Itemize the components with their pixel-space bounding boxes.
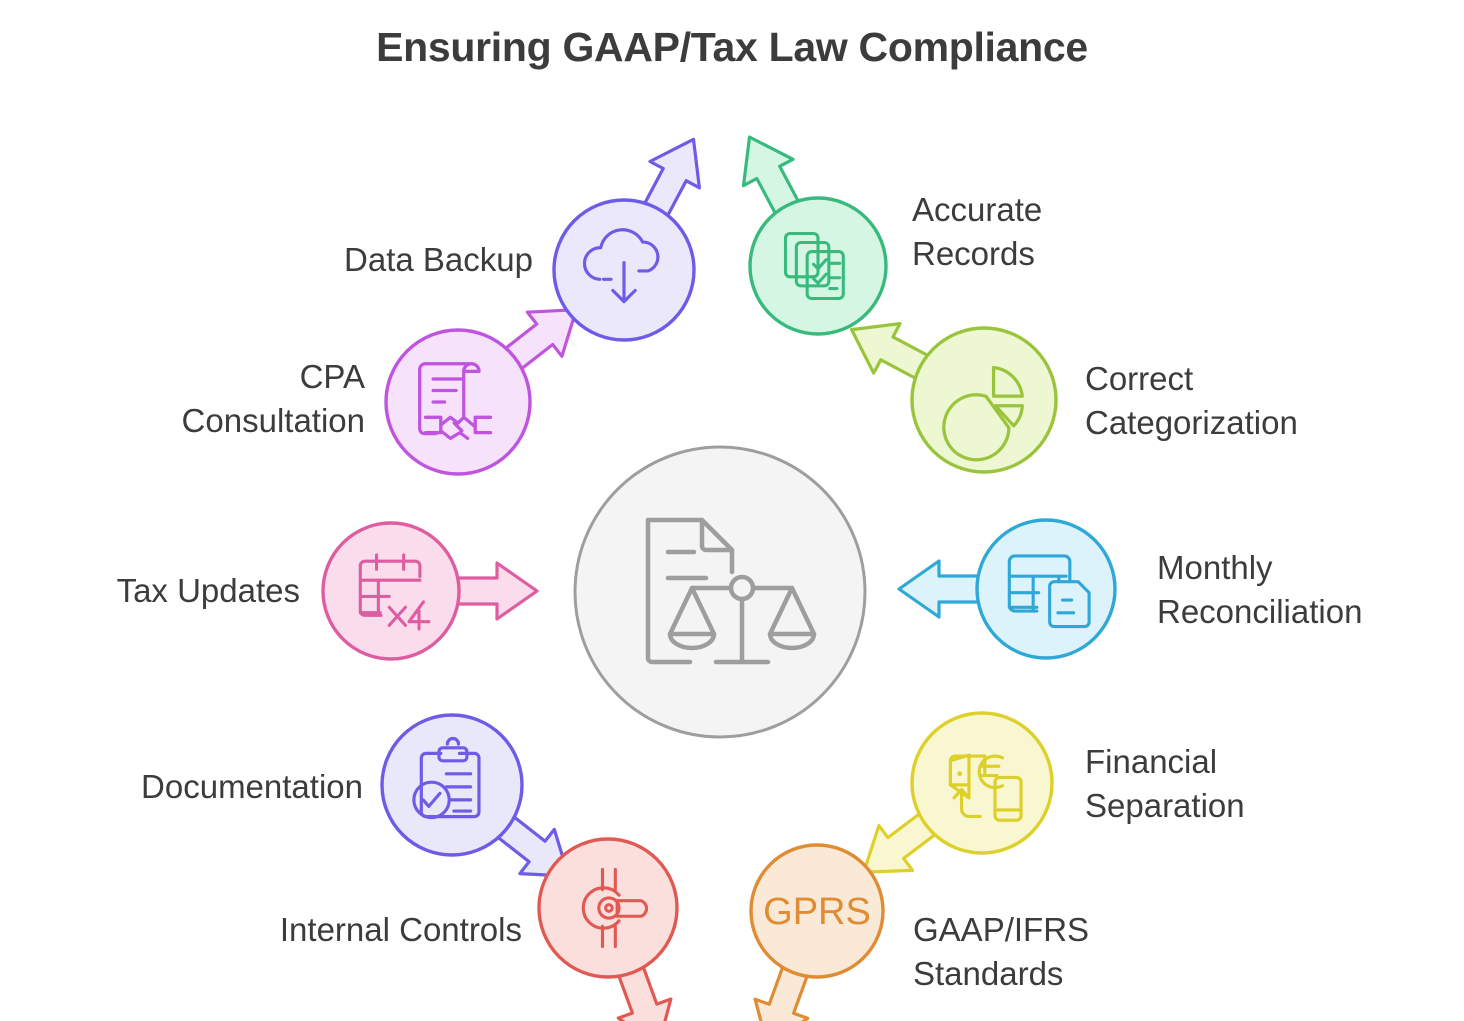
valve-control-icon xyxy=(581,867,649,949)
node-circle-cpa-consultation[interactable] xyxy=(384,328,532,476)
node-circle-tax-updates[interactable] xyxy=(321,521,461,661)
node-documentation[interactable] xyxy=(380,713,524,857)
node-label-accurate-records: Accurate Records xyxy=(912,191,1043,272)
node-label-cpa-consultation: CPA Consultation xyxy=(181,358,365,439)
spreadsheet-document-icon xyxy=(1007,554,1091,629)
node-gaap-ifrs-standards[interactable]: GPRS xyxy=(749,843,885,979)
center-node xyxy=(573,445,867,739)
arrow-to-center-tax-updates xyxy=(449,561,539,621)
node-label-gaap-ifrs-standards: GAAP/IFRS Standards xyxy=(913,911,1090,992)
node-label-tax-updates: Tax Updates xyxy=(116,572,300,609)
cloud-download-icon xyxy=(582,228,660,304)
node-cpa-consultation[interactable] xyxy=(384,328,532,476)
arrow-to-center-monthly-reconciliation xyxy=(897,559,987,619)
node-circle-documentation[interactable] xyxy=(380,713,524,857)
document-handshake-icon xyxy=(418,362,493,440)
stacked-checklist-documents-icon xyxy=(783,231,845,301)
node-label-correct-categorization: Correct Categorization xyxy=(1085,360,1298,441)
node-label-monthly-reconciliation: Monthly Reconciliation xyxy=(1157,549,1363,630)
page-title: Ensuring GAAP/Tax Law Compliance xyxy=(376,24,1088,70)
node-tax-updates[interactable] xyxy=(321,521,461,661)
node-financial-separation[interactable] xyxy=(910,711,1054,855)
node-correct-categorization[interactable] xyxy=(910,326,1058,474)
wallet-euro-phone-icon xyxy=(948,753,1023,822)
clipboard-check-icon xyxy=(412,737,481,820)
node-label-documentation: Documentation xyxy=(141,768,363,805)
center-circle xyxy=(573,445,867,739)
node-circle-correct-categorization[interactable] xyxy=(910,326,1058,474)
node-circle-internal-controls[interactable] xyxy=(537,837,679,979)
node-accurate-records[interactable] xyxy=(748,196,888,336)
pie-chart-icon xyxy=(942,365,1024,462)
gprs-text-icon: GPRS xyxy=(763,891,871,933)
node-data-backup[interactable] xyxy=(552,198,696,342)
node-label-internal-controls: Internal Controls xyxy=(279,911,522,948)
node-label-data-backup: Data Backup xyxy=(344,241,533,278)
node-label-financial-separation: Financial Separation xyxy=(1085,743,1245,824)
node-monthly-reconciliation[interactable] xyxy=(975,518,1117,660)
node-circle-monthly-reconciliation[interactable] xyxy=(975,518,1117,660)
nodes-layer: GPRS xyxy=(321,196,1117,979)
calendar-x4-icon xyxy=(358,553,431,631)
node-circle-gaap-ifrs-standards[interactable] xyxy=(749,843,885,979)
node-internal-controls[interactable] xyxy=(537,837,679,979)
document-balance-scale-icon xyxy=(645,517,817,665)
